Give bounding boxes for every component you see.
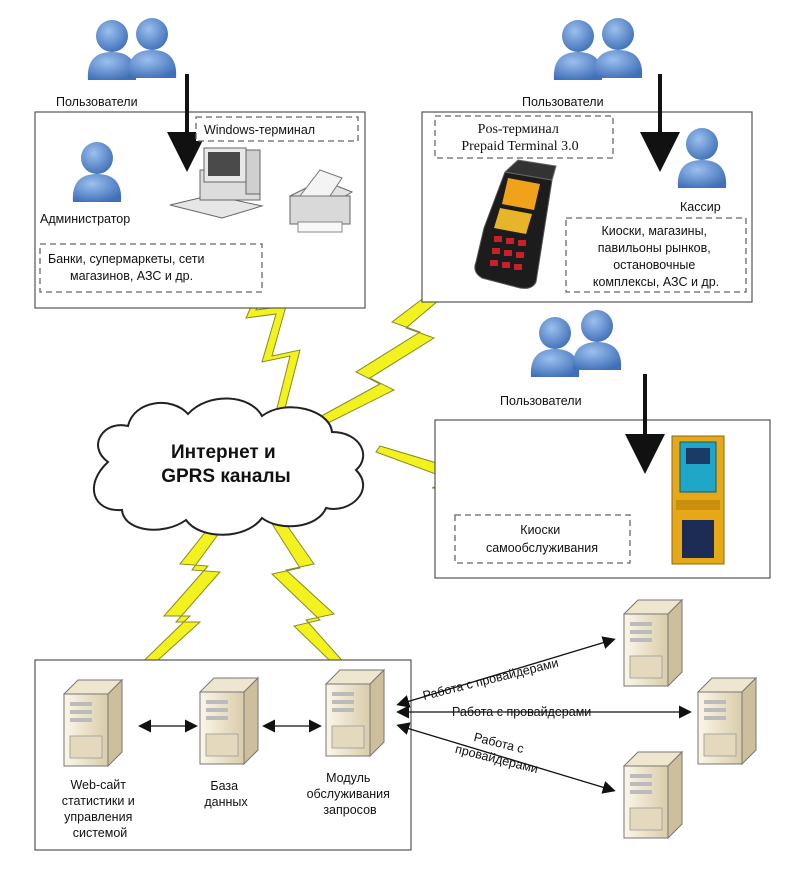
- internet-label-line-1: Интернет и: [171, 442, 276, 463]
- users-icon: [87, 18, 177, 80]
- computer-icon: [169, 147, 264, 219]
- self-service-line-1: Киоски: [520, 523, 560, 537]
- pos-terminal-label-line-2: Prepaid Terminal 3.0: [461, 139, 578, 154]
- website-label-line-2: статистики и: [62, 794, 135, 808]
- windows-terminal-label: Windows-терминал: [204, 123, 315, 137]
- banks-label-line-2: магазинов, АЗС и др.: [70, 269, 193, 283]
- server-icon-database: [199, 677, 259, 765]
- database-label-line-2: данных: [204, 795, 248, 809]
- pos-terminal-label: Pos-терминал Prepaid Terminal 3.0: [461, 122, 578, 154]
- kiosks-shops-line-3: остановочные: [613, 258, 695, 272]
- server-icon-module: [325, 669, 385, 757]
- internet-label: Интернет и GPRS каналы: [161, 442, 291, 487]
- website-label: Web-сайт статистики и управления системо…: [62, 778, 139, 840]
- users-label-top-right: Пользователи: [522, 95, 604, 109]
- windows-terminal-label-frame: [195, 116, 359, 142]
- server-icon-website: [63, 679, 123, 767]
- lightning-icon-module: [261, 503, 357, 681]
- website-label-line-1: Web-сайт: [70, 778, 126, 792]
- request-module-label: Модуль обслуживания запросов: [307, 771, 394, 817]
- request-module-line-3: запросов: [323, 803, 377, 817]
- server-icon-provider-2: [697, 677, 757, 765]
- users-label-top-left: Пользователи: [56, 95, 138, 109]
- link-provider-1: [396, 636, 616, 708]
- server-icon-provider-3: [623, 751, 683, 839]
- self-service-line-2: самообслуживания: [486, 541, 598, 555]
- banks-label: Банки, супермаркеты, сети магазинов, АЗС…: [48, 252, 208, 283]
- website-label-line-3: управления: [64, 810, 132, 824]
- request-module-line-1: Модуль: [326, 771, 370, 785]
- internet-label-line-2: GPRS каналы: [161, 466, 291, 487]
- request-module-line-2: обслуживания: [307, 787, 390, 801]
- cashier-label: Кассир: [680, 200, 721, 214]
- server-icon-provider-1: [623, 599, 683, 687]
- providers-label-2: Работа с провайдерами: [452, 705, 591, 719]
- pos-terminal-icon: [474, 159, 557, 289]
- banks-label-line-1: Банки, супермаркеты, сети: [48, 252, 204, 266]
- website-label-line-4: системой: [73, 826, 128, 840]
- kiosks-shops-label-frame: [565, 217, 747, 293]
- self-service-label-frame: [454, 514, 631, 564]
- cloud-icon: [92, 397, 365, 536]
- pos-terminal-label-line-1: Pos-терминал: [478, 122, 559, 137]
- self-service-label: Киоски самообслуживания: [486, 523, 598, 555]
- banks-label-frame: [39, 243, 263, 293]
- kiosks-shops-line-1: Киоски, магазины,: [601, 224, 707, 238]
- pos-terminal-label-frame: [434, 115, 614, 159]
- administrator-label: Администратор: [40, 212, 130, 226]
- providers-label-3: Работа с провайдерами: [454, 726, 544, 776]
- database-label-line-1: База: [210, 779, 238, 793]
- kiosk-icon: [671, 435, 725, 565]
- users-label-kiosk: Пользователи: [500, 394, 582, 408]
- printer-icon: [288, 169, 354, 233]
- providers-label-1: Работа с провайдерами: [421, 656, 560, 703]
- kiosks-shops-label: Киоски, магазины, павильоны рынков, оста…: [593, 224, 719, 289]
- database-label: База данных: [204, 779, 248, 809]
- link-provider-3: [396, 722, 616, 794]
- kiosks-shops-line-2: павильоны рынков,: [598, 241, 711, 255]
- kiosks-shops-line-4: комплексы, АЗС и др.: [593, 275, 719, 289]
- users-icon: [553, 18, 643, 80]
- users-icon: [530, 310, 622, 377]
